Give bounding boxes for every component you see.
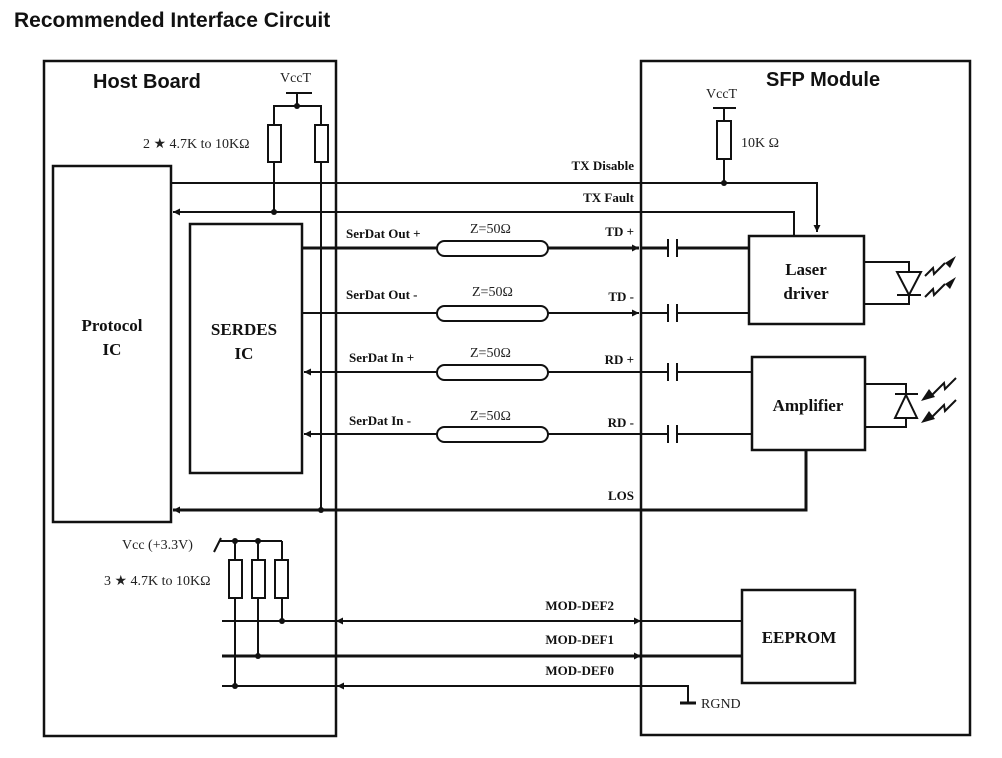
host-vcct-label: VccT [280,71,312,86]
impedance-label: Z=50Ω [470,346,511,361]
tx-disable-line: TX Disable [171,158,821,232]
sfp-vcct-label: VccT [706,87,738,102]
amplifier-label: Amplifier [773,396,844,415]
laser-diode-icon [895,256,956,298]
serdat-in-minus: SerDat In - Z=50Ω RD - [304,409,641,443]
transmission-line-icon [436,426,549,443]
resistor-icon [228,559,243,599]
host-tx-pullup-label: 2 ★ 4.7K to 10KΩ [143,137,250,152]
rd-plus-label: RD + [605,352,634,367]
sfp-module-label: SFP Module [766,69,880,91]
mod-def0-label: MOD-DEF0 [545,663,614,678]
rd-minus-label: RD - [608,415,634,430]
impedance-label: Z=50Ω [470,409,511,424]
mod-def1-label: MOD-DEF1 [545,632,614,647]
los-label: LOS [608,488,634,503]
sfp-vcct-pullup: VccT 10K Ω [706,87,779,183]
serdat-out-plus: SerDat Out + Z=50Ω TD + [302,222,639,257]
protocol-ic-label-line2: IC [103,340,122,359]
resistor-icon [314,124,329,163]
mod-def0-line: RGND MOD-DEF0 [222,663,741,712]
serdat-out-minus-label: SerDat Out - [346,287,418,302]
diagram-title: Recommended Interface Circuit [14,9,330,32]
host-moddef-pullup-label: 3 ★ 4.7K to 10KΩ [104,574,211,589]
serdat-out-plus-label: SerDat Out + [346,226,421,241]
tx-disable-label: TX Disable [572,158,635,173]
serdes-ic: SERDES IC [188,222,304,475]
host-moddef-pullups: Vcc (+3.3V) 3 ★ 4.7K to 10KΩ [104,537,289,689]
tx-fault-line: TX Fault [173,190,795,236]
transmission-line-icon [436,364,549,381]
resistor-icon [251,559,266,599]
capacitor-icon [641,363,752,381]
laser-driver: Laser driver [747,234,956,326]
laser-driver-label-line1: Laser [785,260,827,279]
photodiode-icon [893,377,957,423]
host-board-label: Host Board [93,71,201,93]
mod-def2-label: MOD-DEF2 [545,598,614,613]
transmission-line-icon [436,305,549,322]
serdes-ic-label-line1: SERDES [211,320,277,339]
capacitor-icon [641,425,752,443]
eeprom-label: EEPROM [762,628,837,647]
sfp-pullup-label: 10K Ω [741,136,779,151]
td-minus-label: TD - [608,289,634,304]
impedance-label: Z=50Ω [472,285,513,300]
host-vcc-label: Vcc (+3.3V) [122,538,193,553]
host-vcct-pullups: VccT 2 ★ 4.7K to 10KΩ [143,71,329,513]
laser-driver-label-line2: driver [783,284,829,303]
amplifier: Amplifier [750,355,957,452]
serdat-in-minus-label: SerDat In - [349,413,411,428]
tx-fault-label: TX Fault [583,190,635,205]
serdes-ic-label-line2: IC [235,344,254,363]
transmission-line-icon [436,240,549,257]
rgnd-label: RGND [701,697,741,712]
serdat-out-minus: SerDat Out - Z=50Ω TD - [302,285,639,322]
protocol-ic: Protocol IC [51,164,173,524]
mod-def1-line: MOD-DEF1 [222,632,742,660]
los-line: LOS [173,450,808,514]
capacitor-icon [641,304,749,322]
resistor-icon [267,124,282,163]
mod-def2-line: MOD-DEF2 [222,598,742,625]
resistor-icon [274,559,289,599]
eeprom: EEPROM [740,588,857,685]
td-plus-label: TD + [605,224,634,239]
coupling-capacitors [641,239,752,443]
sfp-module: SFP Module [639,59,972,737]
protocol-ic-label-line1: Protocol [81,316,142,335]
capacitor-icon [641,239,749,257]
impedance-label: Z=50Ω [470,222,511,237]
resistor-icon [716,120,732,160]
host-board: Host Board [42,59,338,738]
serdat-in-plus: SerDat In + Z=50Ω RD + [304,346,641,381]
serdat-in-plus-label: SerDat In + [349,350,414,365]
